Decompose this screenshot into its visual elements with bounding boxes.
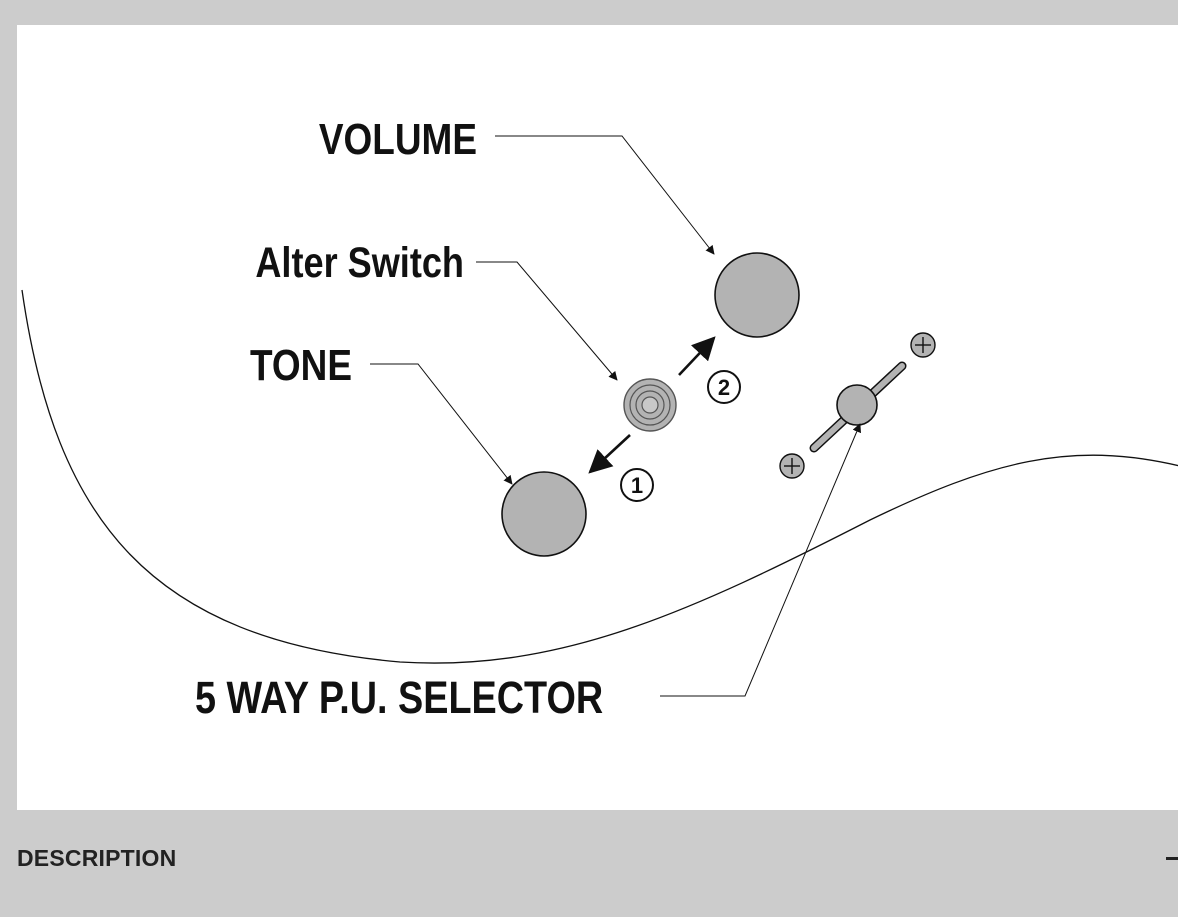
step-1-badge: 1 — [620, 468, 654, 502]
tone-knob — [501, 471, 587, 557]
alter-switch-label: Alter Switch — [255, 239, 464, 287]
screw-upper — [910, 332, 936, 358]
step-2-number: 2 — [718, 375, 730, 400]
selector-label: 5 WAY P.U. SELECTOR — [195, 672, 603, 723]
selector-leader — [660, 423, 861, 697]
tone-leader — [370, 363, 513, 485]
body-outline — [21, 289, 1178, 664]
diagram-panel: 1 2 — [17, 25, 1178, 810]
description-heading: DESCRIPTION — [17, 845, 177, 871]
control-layout-diagram: 1 2 — [21, 114, 1178, 723]
step-2-badge: 2 — [707, 370, 741, 404]
alter-switch-leader — [476, 261, 618, 381]
step-1-arrow — [588, 434, 631, 474]
step-2-arrow — [678, 336, 716, 376]
step-1-number: 1 — [631, 473, 643, 498]
pickup-selector — [809, 361, 907, 453]
volume-label: VOLUME — [319, 114, 477, 164]
tone-label: TONE — [250, 340, 352, 390]
minus-icon[interactable] — [1166, 857, 1178, 860]
screw-lower — [779, 453, 805, 479]
alter-switch — [623, 378, 677, 432]
description-accordion-header[interactable] — [0, 810, 1178, 917]
volume-leader — [495, 135, 715, 255]
volume-knob — [714, 252, 800, 338]
